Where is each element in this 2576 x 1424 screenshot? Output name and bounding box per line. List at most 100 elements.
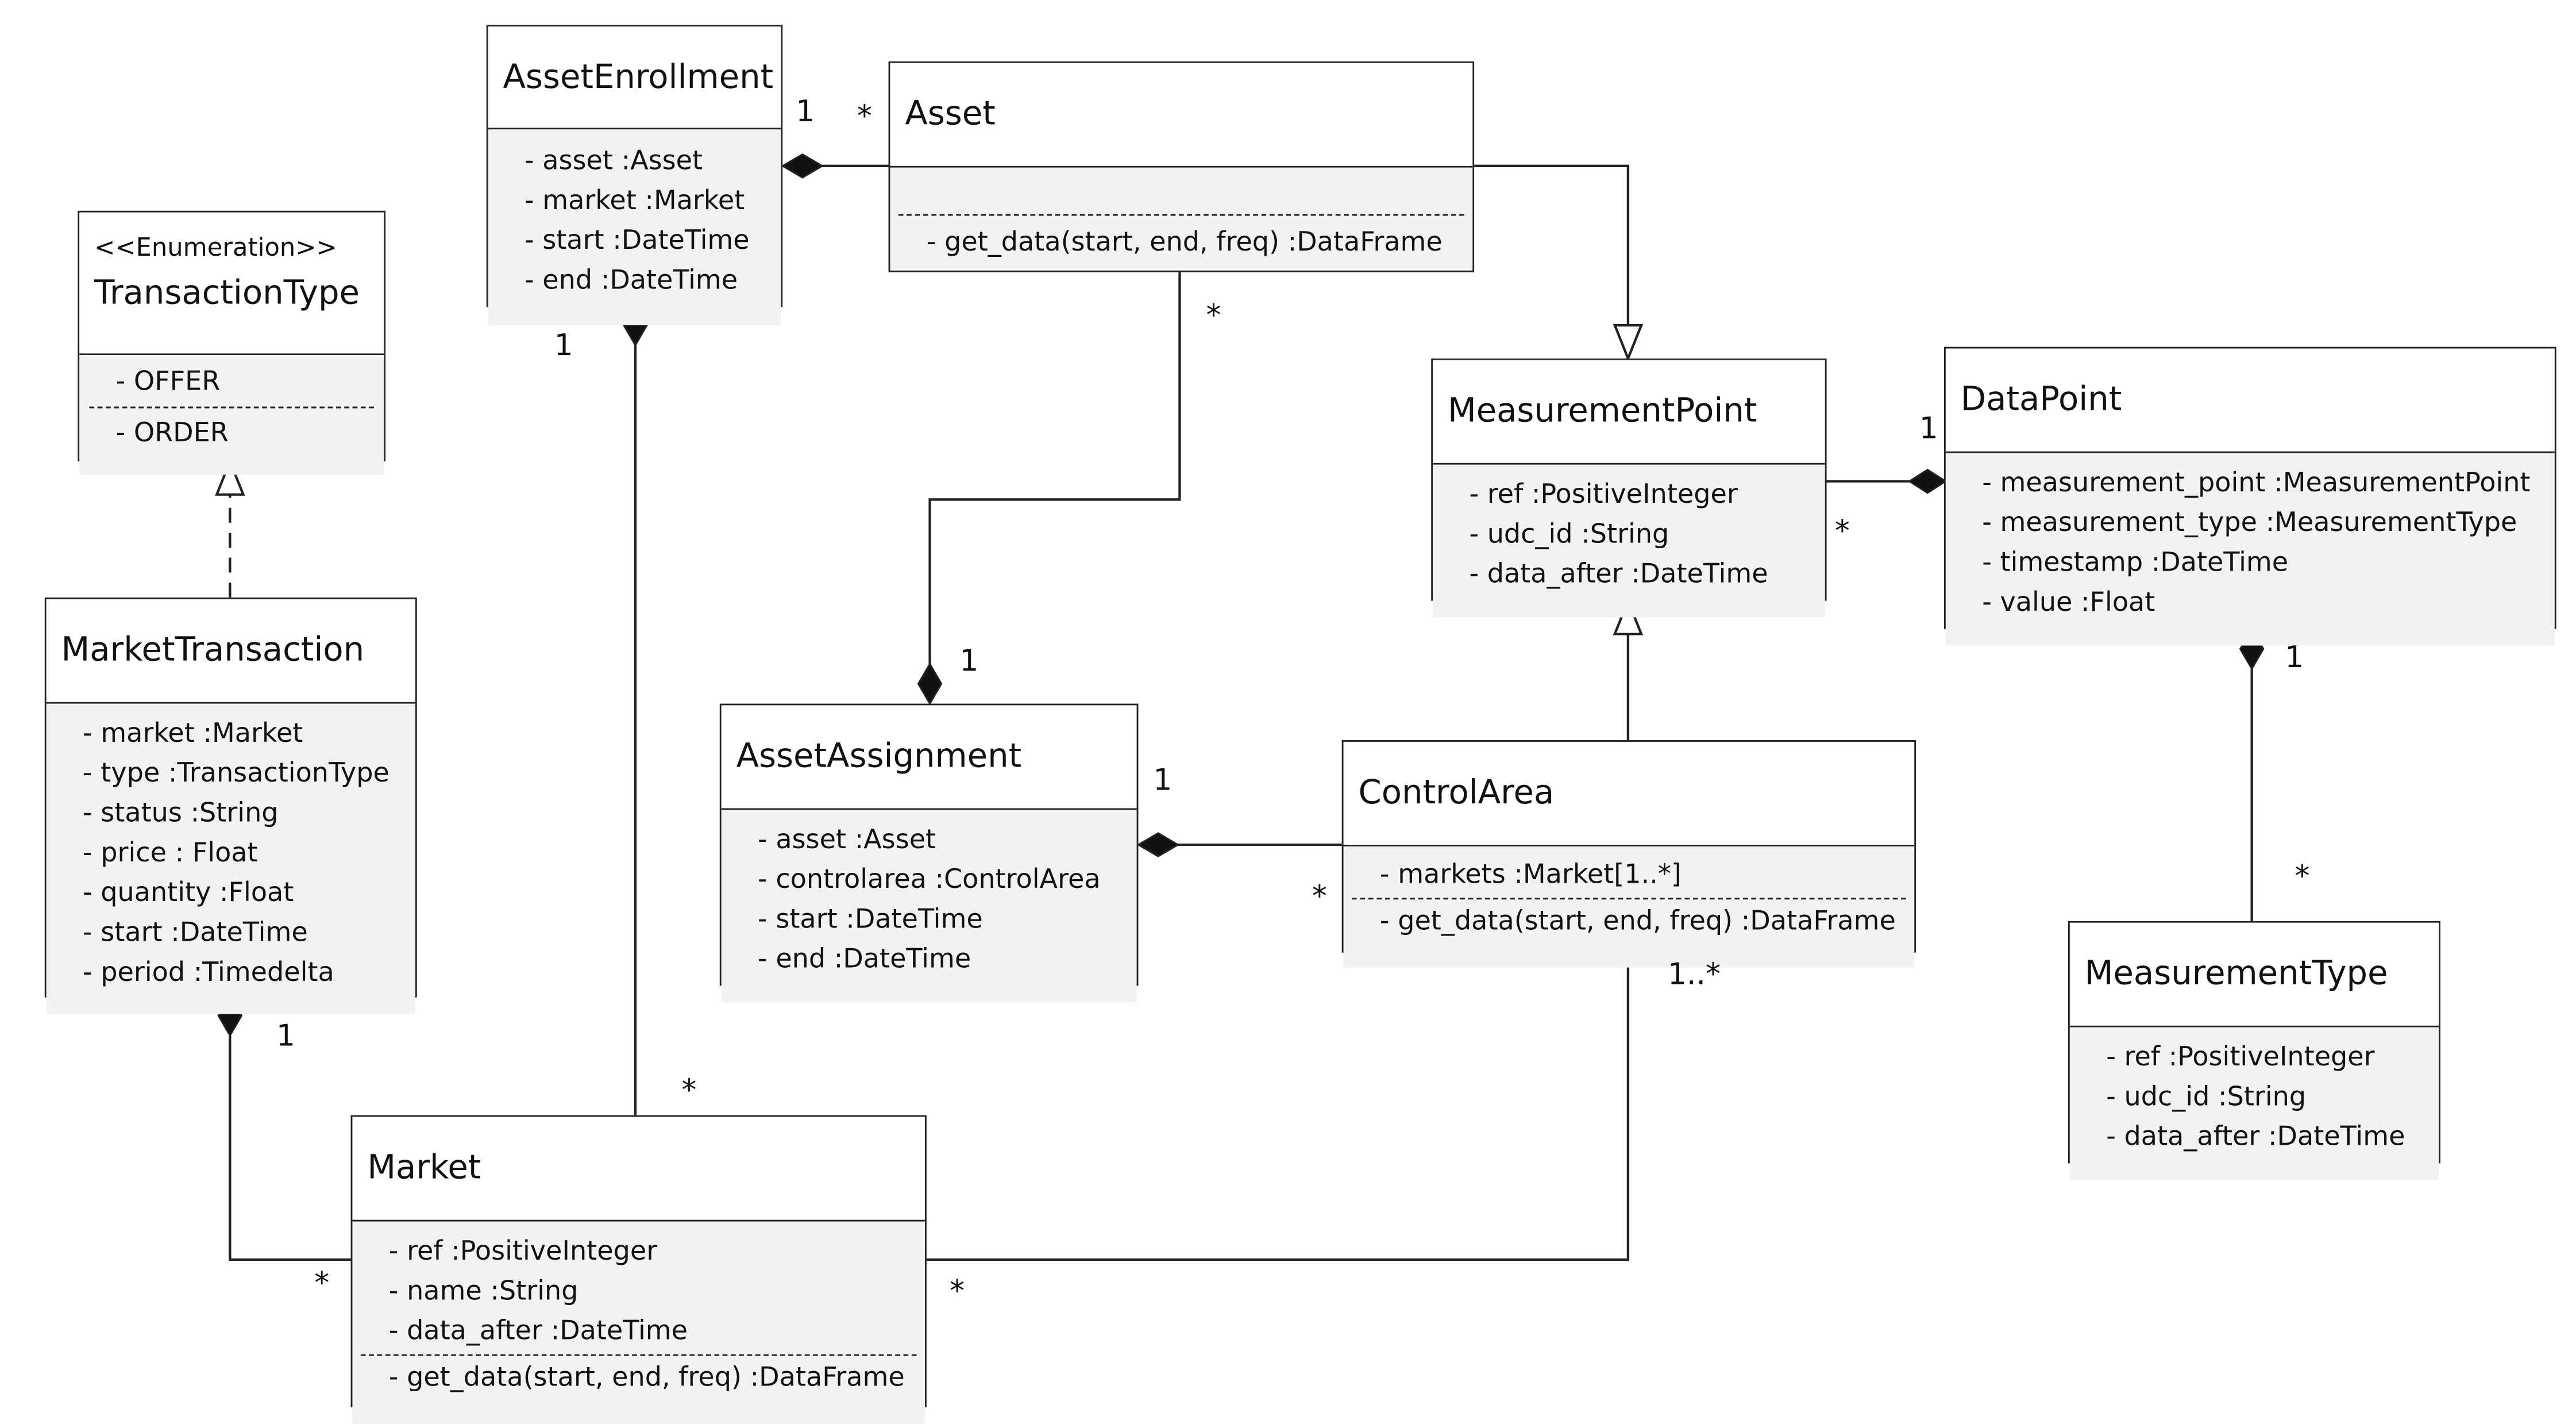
method: - get_data(start, end, freq) :DataFrame (1379, 904, 1896, 936)
attribute: - price : Float (83, 836, 258, 868)
class-name: TransactionType (94, 272, 360, 312)
multiplicity-label: 1 (1153, 763, 1173, 799)
class-market[interactable]: Market - ref :PositiveInteger - name :St… (350, 1115, 927, 1424)
multiplicity-label: * (1312, 879, 1327, 915)
multiplicity-label: 1 (2285, 640, 2304, 676)
attribute: - start :DateTime (83, 916, 308, 948)
multiplicity-label: 1 (959, 644, 979, 679)
composition-diamond-assignment-top (917, 662, 943, 706)
attribute: - measurement_point :MeasurementPoint (1982, 466, 2531, 498)
attribute: - quantity :Float (83, 876, 294, 908)
attribute: - value :Float (1982, 586, 2155, 618)
class-header: Asset (890, 63, 1473, 168)
attribute: - data_after :DateTime (1469, 557, 1768, 590)
class-attributes: - ref :PositiveInteger - udc_id :String … (1433, 464, 1825, 618)
class-header: DataPoint (1945, 348, 2555, 453)
attribute: - end :DateTime (524, 264, 738, 296)
composition-diamond-datapoint (1907, 468, 1948, 494)
attribute: - ref :PositiveInteger (388, 1234, 658, 1267)
control-market-line (924, 950, 1630, 1261)
attribute: - ref :PositiveInteger (2106, 1040, 2375, 1072)
attribute: - measurement_type :MeasurementType (1982, 506, 2517, 538)
multiplicity-label: * (2295, 859, 2310, 895)
enum-literal: - OFFER (115, 365, 221, 397)
class-header: MeasurementType (2069, 922, 2439, 1027)
class-attributes: - market :Market - type :TransactionType… (46, 703, 415, 1014)
attribute: - timestamp :DateTime (1982, 546, 2289, 578)
class-measurement-point[interactable]: MeasurementPoint - ref :PositiveInteger … (1431, 358, 1827, 618)
attribute: - data_after :DateTime (2106, 1120, 2405, 1152)
class-header: MeasurementPoint (1433, 360, 1825, 465)
multiplicity-label: 1..* (1668, 957, 1721, 993)
class-header: ControlArea (1343, 741, 1915, 846)
literal-separator (89, 406, 374, 409)
attribute: - type :TransactionType (83, 756, 390, 788)
attribute: - status :String (83, 796, 279, 829)
class-name: AssetAssignment (736, 735, 1022, 775)
enum-literal: - ORDER (115, 416, 229, 448)
stereotype-label: <<Enumeration>> (94, 232, 337, 263)
class-measurement-type[interactable]: MeasurementType - ref :PositiveInteger -… (2068, 921, 2440, 1180)
class-name: AssetEnrollment (503, 56, 774, 97)
composition-diamond-enrollment (781, 153, 824, 179)
multiplicity-label: 1 (796, 94, 815, 130)
attribute: - market :Market (83, 717, 303, 749)
method: - get_data(start, end, freq) :DataFrame (388, 1361, 905, 1393)
attribute: - period :Timedelta (83, 956, 334, 988)
transaction-market-line (229, 1036, 353, 1261)
class-transaction-type[interactable]: <<Enumeration>> TransactionType - OFFER … (78, 210, 386, 475)
class-methods: - get_data(start, end, freq) :DataFrame (890, 167, 1473, 269)
class-header: <<Enumeration>> TransactionType (79, 212, 384, 356)
attribute: - udc_id :String (1469, 518, 1669, 549)
attribute: - markets :Market[1..*] (1379, 858, 1682, 890)
class-asset-enrollment[interactable]: AssetEnrollment - asset :Asset - market … (486, 25, 783, 326)
attribute: - start :DateTime (524, 224, 750, 256)
attribute: - controlarea :ControlArea (758, 863, 1101, 895)
composition-diamond-assignment-right (1136, 832, 1180, 857)
multiplicity-label: * (1206, 298, 1221, 334)
class-header: Market (352, 1117, 925, 1222)
class-attributes: - ref :PositiveInteger - udc_id :String … (2069, 1027, 2439, 1180)
multiplicity-label: * (950, 1274, 965, 1310)
class-attributes: - asset :Asset - controlarea :ControlAre… (721, 810, 1137, 1003)
multiplicity-label: * (1834, 514, 1850, 549)
multiplicity-label: 1 (276, 1019, 295, 1054)
attribute: - end :DateTime (758, 942, 971, 975)
multiplicity-label: * (314, 1266, 330, 1302)
multiplicity-label: * (857, 99, 872, 134)
class-header: MarketTransaction (46, 599, 415, 704)
method-separator (360, 1354, 917, 1356)
class-name: Asset (905, 93, 996, 133)
class-name: MeasurementPoint (1448, 390, 1757, 430)
class-asset-assignment[interactable]: AssetAssignment - asset :Asset - control… (719, 703, 1139, 1003)
class-name: DataPoint (1960, 378, 2122, 418)
class-header: AssetEnrollment (488, 26, 781, 130)
class-name: MarketTransaction (61, 629, 365, 669)
multiplicity-label: 1 (554, 328, 573, 364)
attribute: - data_after :DateTime (388, 1314, 688, 1346)
attribute: - name :String (388, 1274, 579, 1306)
attribute: - asset :Asset (758, 823, 936, 855)
class-name: ControlArea (1358, 771, 1555, 812)
generalization-arrow-asset (1613, 324, 1644, 362)
class-name: Market (367, 1146, 481, 1187)
class-name: MeasurementType (2084, 952, 2388, 993)
class-control-area[interactable]: ControlArea - markets :Market[1..*] - ge… (1341, 740, 1916, 968)
attribute: - ref :PositiveInteger (1469, 478, 1738, 510)
class-literals: - OFFER - ORDER (79, 355, 384, 475)
asset-assignment-line (928, 270, 1181, 664)
class-asset[interactable]: Asset - get_data(start, end, freq) :Data… (888, 61, 1475, 272)
attribute: - asset :Asset (524, 144, 703, 176)
method-separator (898, 214, 1464, 216)
realization-arrow (215, 458, 245, 496)
class-data-point[interactable]: DataPoint - measurement_point :Measureme… (1944, 347, 2556, 646)
attribute: - start :DateTime (758, 903, 983, 934)
class-attributes: - measurement_point :MeasurementPoint - … (1945, 453, 2555, 646)
attribute: - udc_id :String (2106, 1080, 2307, 1112)
attribute: - market :Market (524, 184, 745, 216)
class-market-transaction[interactable]: MarketTransaction - market :Market - typ… (44, 597, 417, 1014)
multiplicity-label: 1 (1919, 411, 1938, 447)
asset-generalization-line (1472, 164, 1630, 329)
